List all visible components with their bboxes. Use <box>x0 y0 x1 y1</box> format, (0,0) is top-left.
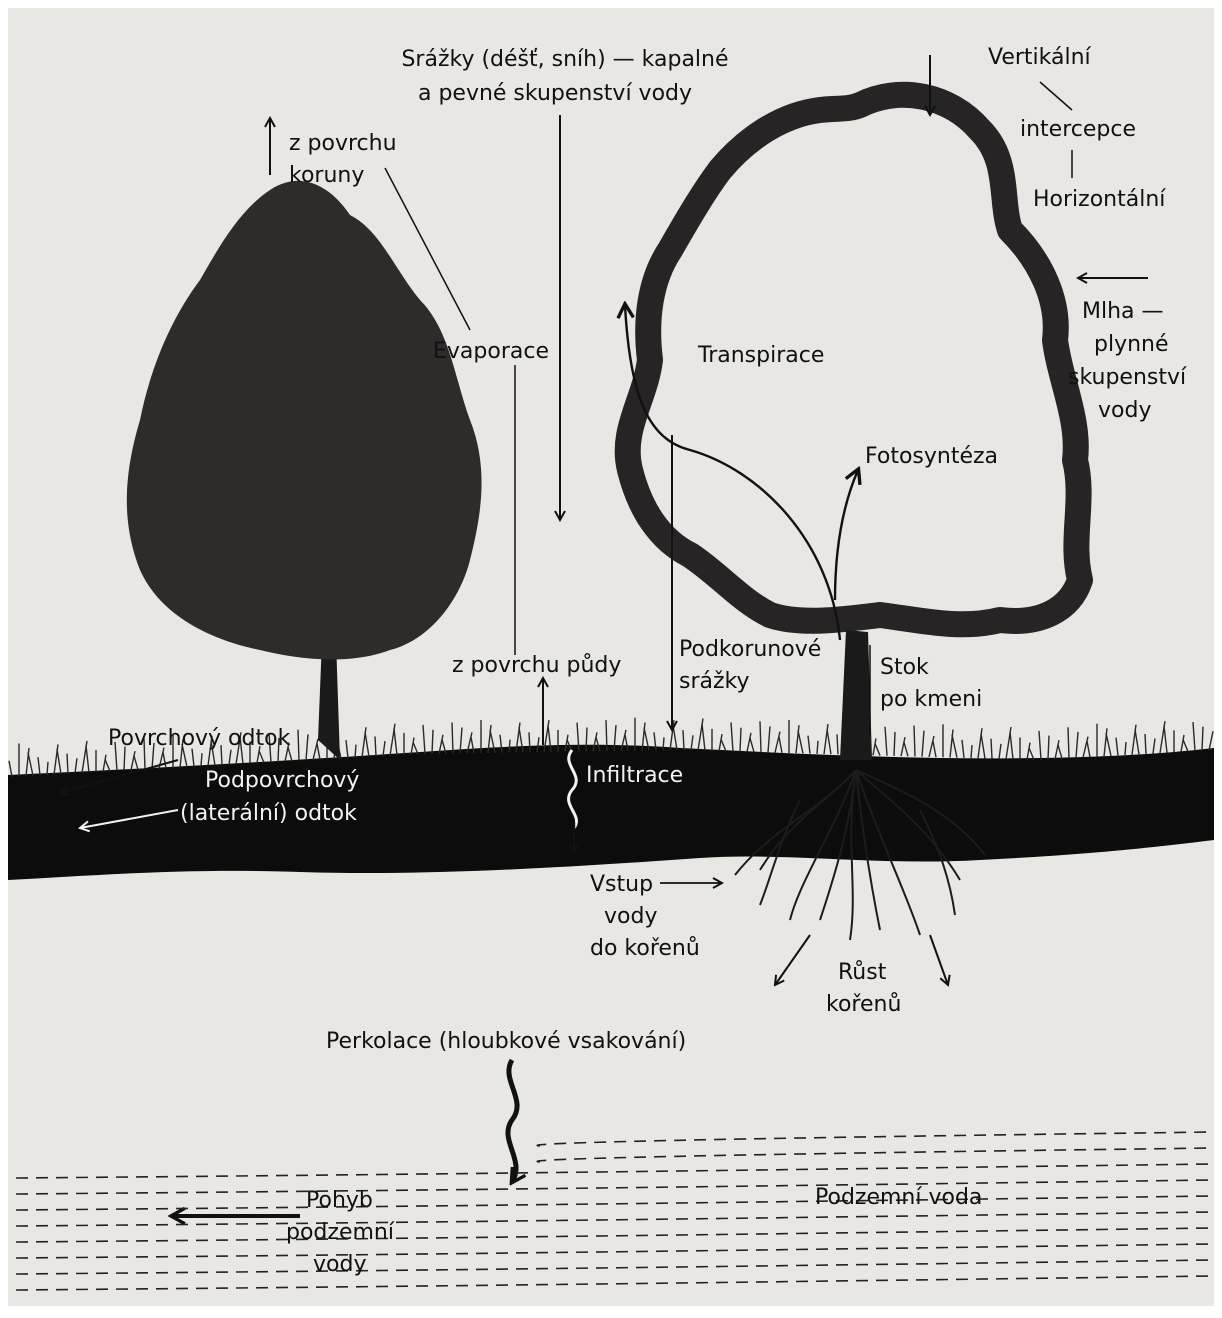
groundwater-movement-label-line2: podzemní <box>286 1220 395 1245</box>
grass-blade <box>67 754 68 774</box>
evaporation-label: Evaporace <box>433 339 549 364</box>
crown-label-line2: koruny <box>289 163 364 188</box>
grass-blade <box>1202 727 1203 751</box>
crown-label-line1: z povrchu <box>289 131 397 156</box>
grass-blade <box>606 720 607 751</box>
root-uptake-label-line1: Vstup <box>590 872 653 897</box>
precipitation-label-line1: Srážky (déšť, sníh) — kapalné <box>401 47 728 72</box>
groundwater-movement-label-line3: vody <box>313 1252 366 1277</box>
subsurface-runoff-label-line1: Podpovrchový <box>205 768 359 793</box>
grass-blade <box>529 732 530 752</box>
interception-label: intercepce <box>1020 117 1136 142</box>
root-uptake-label-line3: do kořenů <box>590 936 700 961</box>
fog-label-line1: Mlha — <box>1082 299 1164 324</box>
grass-blade <box>47 762 48 775</box>
subsurface-runoff-label-line2: (laterální) odtok <box>180 801 357 826</box>
grass-blade <box>683 730 684 750</box>
grass-blade <box>1145 734 1146 754</box>
grass-blade <box>971 745 972 758</box>
grass-blade <box>760 721 761 752</box>
surface-runoff-label: Povrchový odtok <box>108 726 291 751</box>
vertical-interception-label: Vertikální <box>988 45 1092 70</box>
photosynthesis-label: Fotosyntéza <box>865 444 998 469</box>
groundwater-label: Podzemní voda <box>815 1185 982 1210</box>
transpiration-label: Transpirace <box>697 343 824 368</box>
fog-label-line3: skupenství <box>1068 365 1187 390</box>
grass-blade <box>914 726 915 757</box>
fog-label-line4: vody <box>1098 398 1151 423</box>
stemflow-label-line1: Stok <box>880 655 929 680</box>
percolation-label: Perkolace (hloubkové vsakování) <box>326 1029 686 1054</box>
root-growth-label-line1: Růst <box>838 960 887 985</box>
throughfall-label-line1: Podkorunové <box>679 637 821 662</box>
grass-blade <box>894 732 895 756</box>
precipitation-label-line2: a pevné skupenství vody <box>418 81 692 106</box>
grass-blade <box>817 741 818 754</box>
stemflow-label-line2: po kmeni <box>880 687 982 712</box>
grass-blade <box>355 745 356 758</box>
grass-blade <box>663 737 664 750</box>
grass-blade <box>1048 736 1049 760</box>
grass-blade <box>201 753 202 766</box>
grass-blade <box>452 722 453 753</box>
soil-surface-label: z povrchu půdy <box>452 653 621 678</box>
grass-blade <box>586 727 587 751</box>
throughfall-label-line2: srážky <box>679 669 750 694</box>
infiltration-label: Infiltrace <box>586 763 683 788</box>
root-growth-label-line2: kořenů <box>826 992 901 1017</box>
grass-blade <box>991 739 992 759</box>
grass-blade <box>740 728 741 752</box>
grass-blade <box>432 730 433 754</box>
root-uptake-label-line2: vody <box>604 904 657 929</box>
grass-blade <box>375 736 376 756</box>
fog-label-line2: plynné <box>1094 332 1169 357</box>
horizontal-interception-label: Horizontální <box>1033 187 1166 212</box>
grass-blade <box>1068 727 1069 758</box>
grass-blade <box>298 730 299 761</box>
grass-blade <box>509 740 510 753</box>
grass-blade <box>1125 742 1126 755</box>
groundwater-movement-label-line1: Pohyb <box>306 1188 373 1213</box>
grass-blade <box>837 734 838 754</box>
